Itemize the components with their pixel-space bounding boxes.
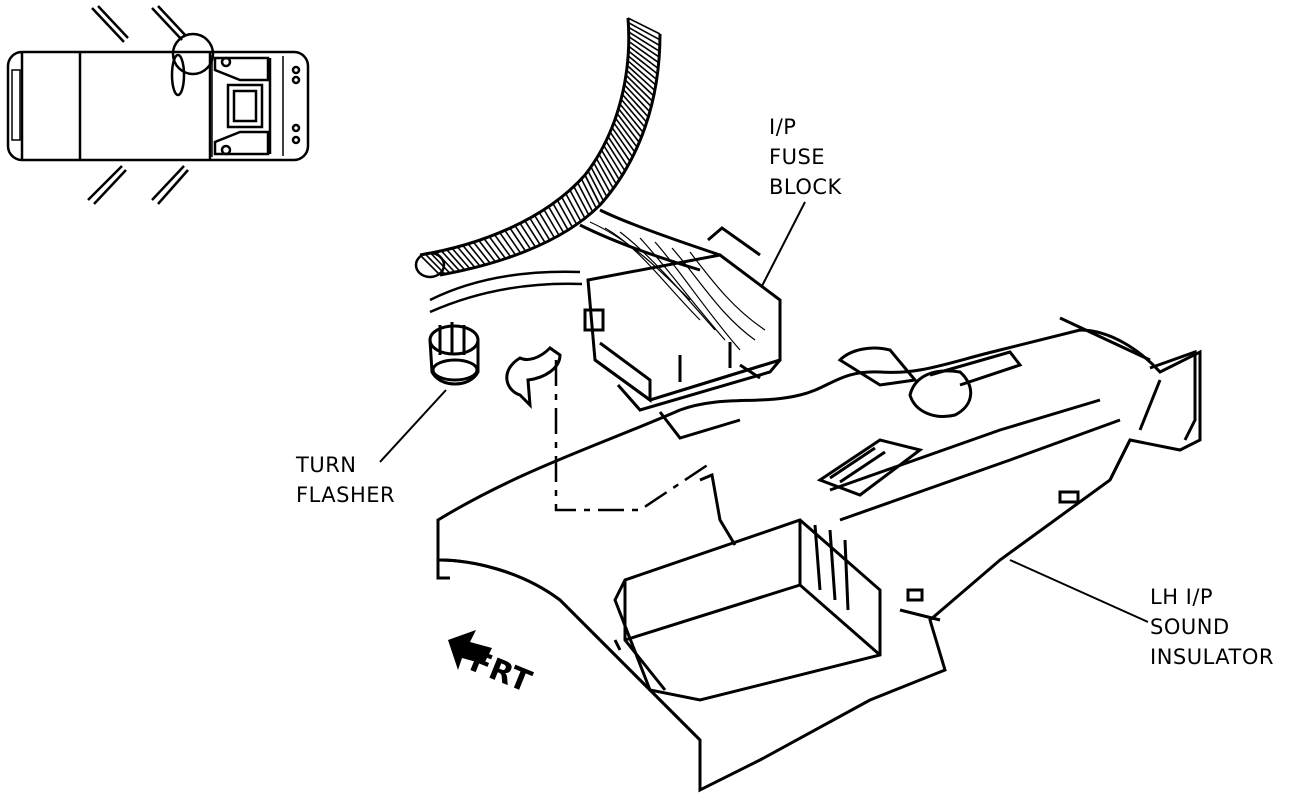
harness-rib	[626, 75, 653, 101]
harness-rib	[557, 200, 572, 227]
harness-rib	[610, 132, 630, 162]
harness-rib	[566, 194, 581, 222]
harness-rib	[621, 99, 645, 127]
harness-rib	[457, 247, 475, 268]
harness-rib	[535, 215, 550, 240]
harness-rib	[505, 230, 521, 253]
harness-rib	[431, 253, 450, 273]
harness-rib	[441, 251, 459, 271]
harness-rib	[544, 210, 559, 236]
dashed-locator-line	[556, 360, 712, 510]
leader-lines	[380, 202, 1148, 622]
arrow-left-icon	[448, 630, 492, 670]
harness-rib	[473, 242, 490, 263]
wiring-harness	[416, 18, 765, 350]
harness-rib	[617, 113, 639, 142]
harness-rib	[484, 239, 500, 261]
harness-rib	[581, 179, 596, 209]
fuse-block-label: I/P FUSE BLOCK	[769, 115, 842, 199]
harness-rib	[623, 90, 648, 118]
mirror-lines	[88, 6, 188, 204]
harness-rib	[618, 109, 641, 138]
harness-rib	[594, 163, 610, 193]
harness-rib	[525, 221, 540, 245]
harness-rib	[604, 145, 622, 175]
harness-rib	[520, 223, 535, 247]
harness-rib	[628, 18, 660, 34]
fuse-block	[585, 228, 780, 410]
turn-flasher	[430, 322, 560, 405]
harness-rib	[495, 235, 511, 257]
harness-rib	[596, 159, 613, 189]
harness-rib	[578, 183, 593, 212]
harness-rib	[601, 150, 619, 180]
harness-rib	[452, 248, 470, 268]
harness-rib	[628, 61, 656, 85]
harness-rib	[420, 255, 440, 275]
harness-rib	[629, 37, 659, 57]
harness-rib	[510, 228, 526, 251]
harness-rib	[628, 56, 657, 80]
harness-rib	[625, 80, 651, 107]
harness-rib	[599, 154, 616, 184]
harness-rib	[627, 70, 654, 96]
harness-rib	[629, 27, 660, 45]
harness-rib	[622, 94, 646, 122]
harness-rib	[606, 141, 625, 171]
harness-rib	[539, 213, 554, 238]
harness-rib	[463, 245, 480, 266]
harness-rib	[562, 197, 577, 224]
harness-rib	[620, 104, 643, 133]
harness-rib	[515, 226, 531, 249]
sound-insulator-label: LH I/P SOUND INSULATOR	[1150, 585, 1274, 669]
harness-rib	[612, 127, 633, 157]
harness-rib	[530, 218, 545, 243]
harness-rib	[591, 167, 607, 197]
harness-rib	[628, 51, 657, 74]
turn-flasher-label: TURN FLASHER	[296, 453, 396, 507]
vehicle-locator	[8, 6, 308, 204]
harness-rib	[500, 233, 516, 255]
harness-rib	[588, 171, 603, 201]
harness-rib	[608, 137, 627, 167]
harness-rib	[489, 237, 505, 259]
harness-rib	[574, 186, 589, 215]
sound-insulator-panel	[438, 318, 1200, 790]
harness-rib	[585, 175, 600, 205]
harness-rib	[553, 204, 568, 231]
harness-ribs	[420, 18, 660, 275]
harness-rib	[570, 190, 585, 218]
harness-rib	[468, 244, 485, 265]
harness-rib	[615, 118, 637, 147]
harness-rib	[624, 85, 650, 112]
harness-rib	[629, 46, 659, 68]
harness-rib	[447, 250, 465, 270]
harness-rib	[479, 240, 496, 261]
harness-rib	[627, 65, 655, 90]
harness-rib	[629, 32, 660, 51]
harness-rib	[549, 207, 564, 233]
harness-rib	[629, 41, 659, 62]
harness-rib	[614, 123, 635, 152]
harness-rib	[628, 23, 660, 40]
